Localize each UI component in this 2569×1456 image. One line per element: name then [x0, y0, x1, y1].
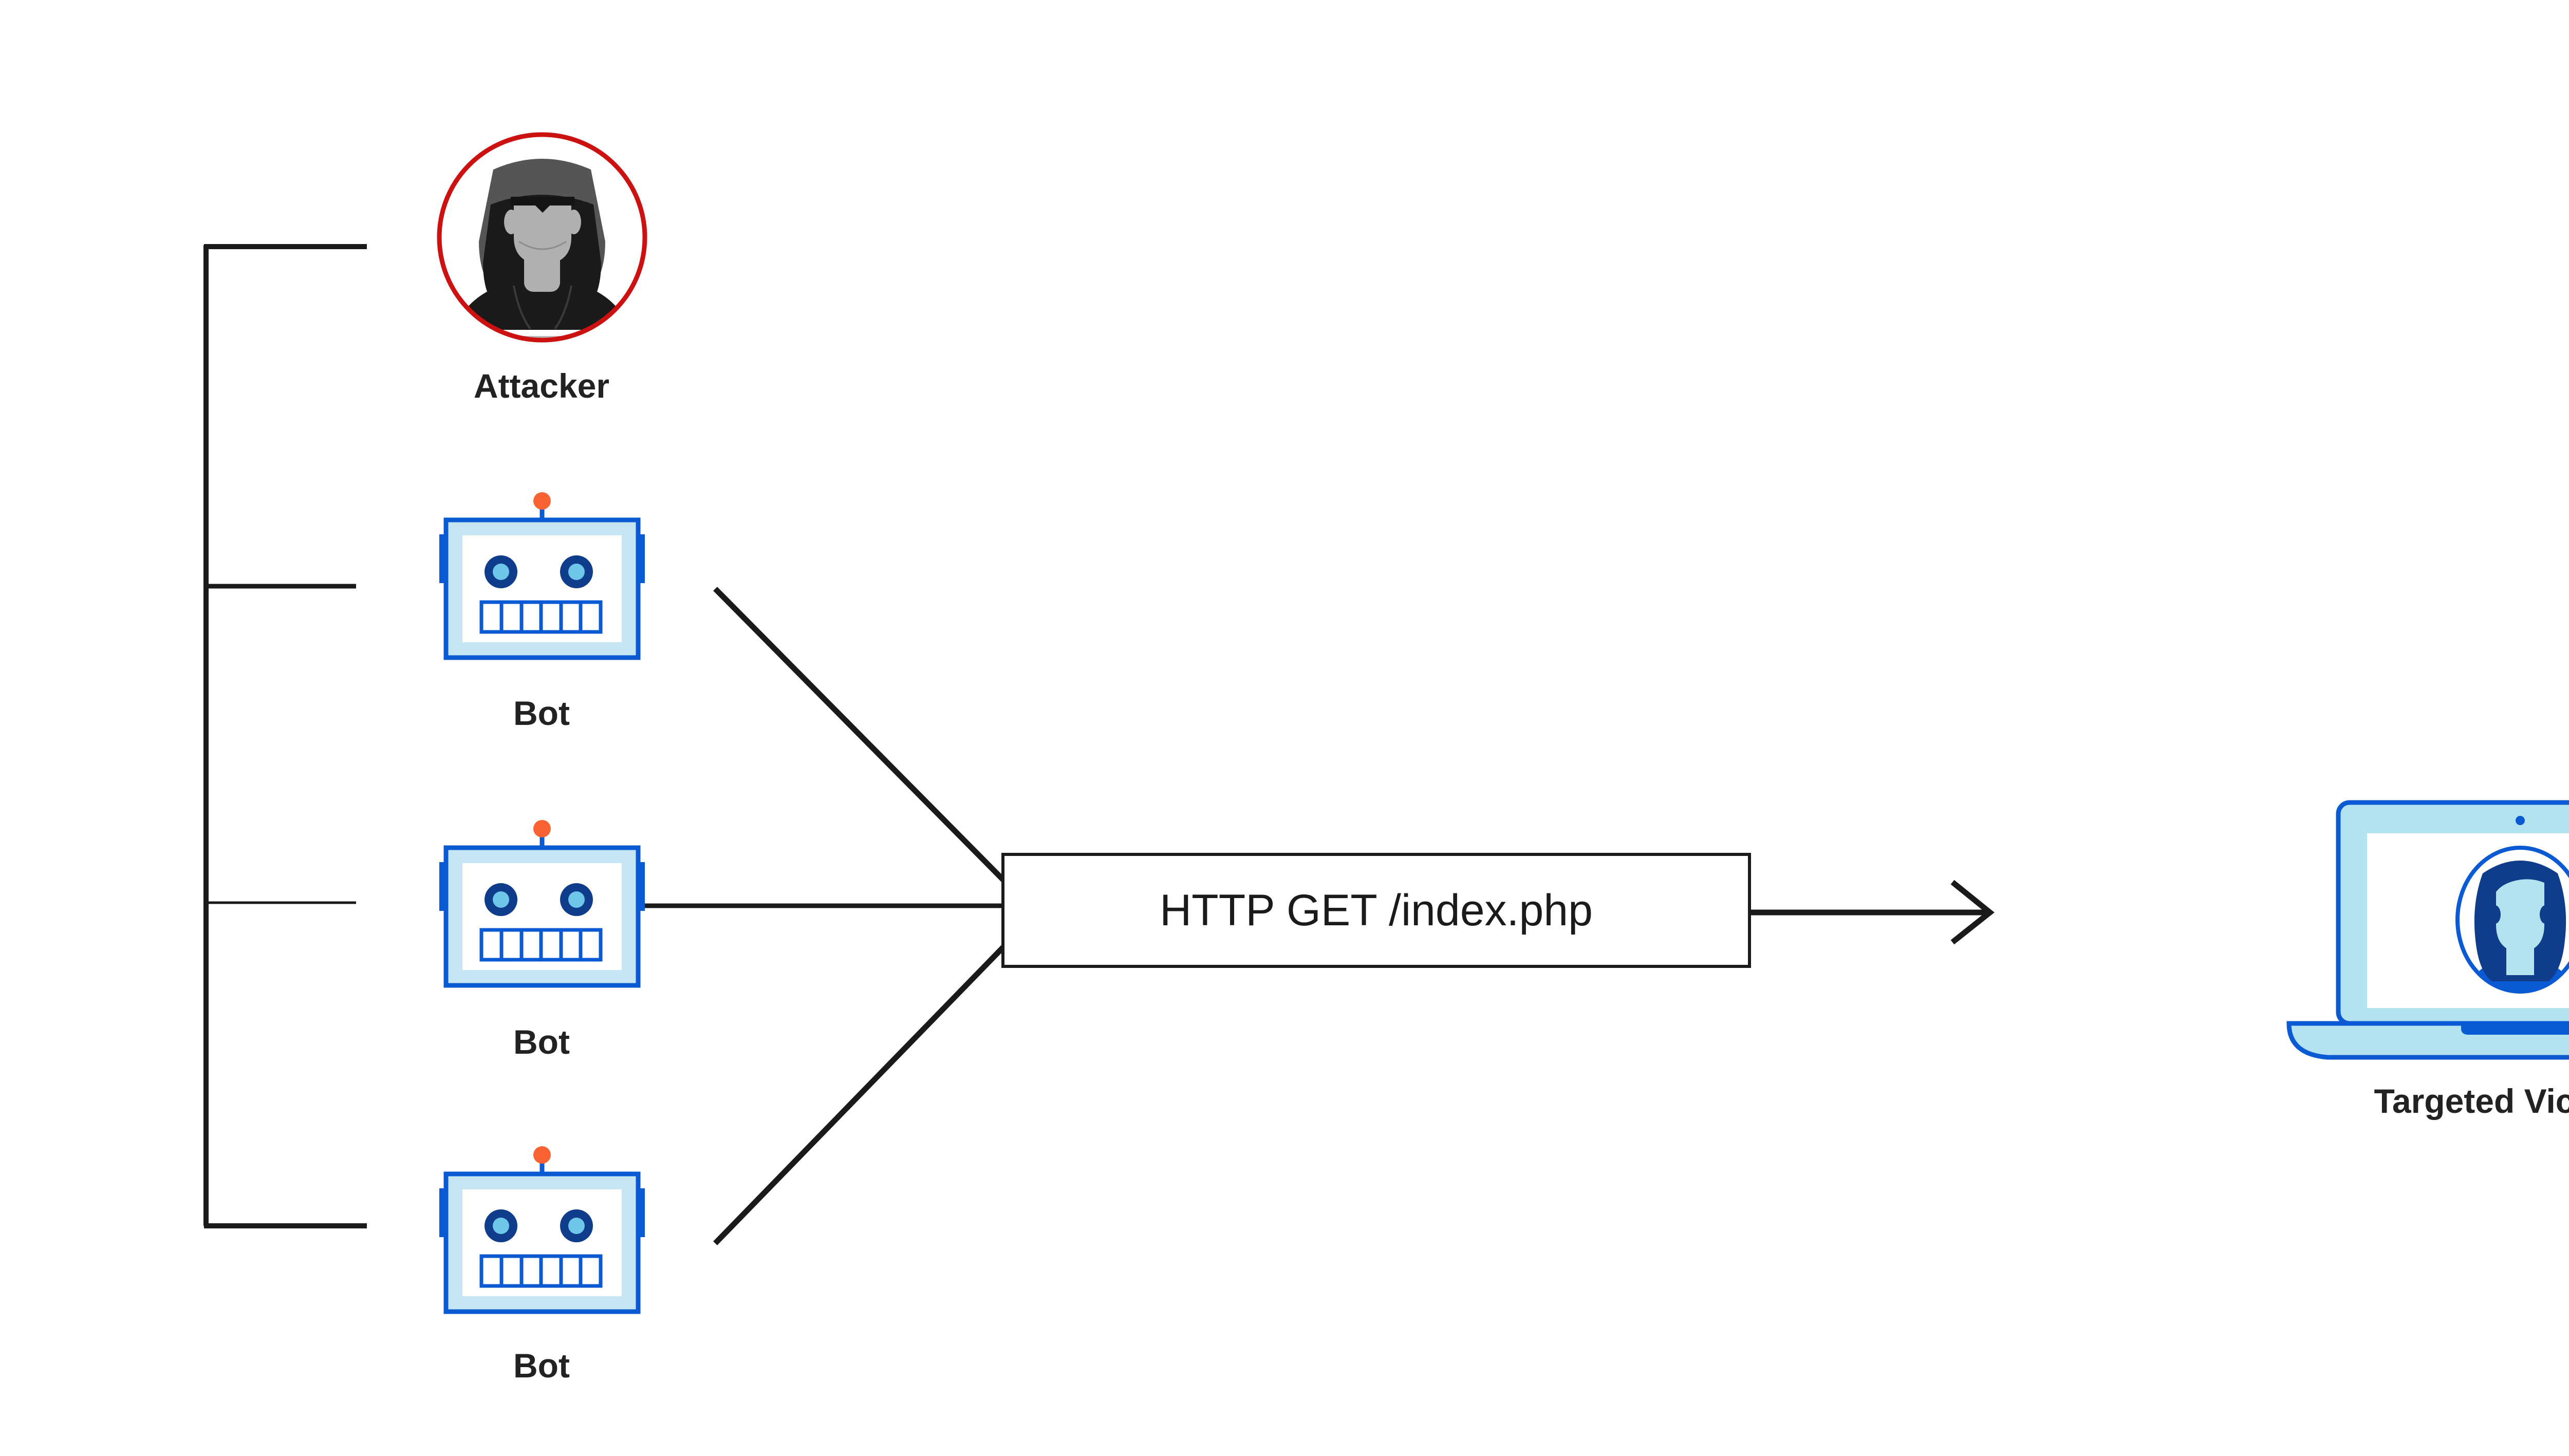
bot-1-eye-right-pupil	[568, 564, 585, 580]
attacker-label: Attacker	[473, 367, 610, 405]
victim-laptop-notch	[2461, 1023, 2569, 1035]
packet-to-victim-arrow	[1751, 880, 1995, 945]
victim-label: Targeted Victim	[2374, 1082, 2569, 1120]
bot-2-mouth	[479, 928, 603, 962]
bot-3-eye-right-pupil	[568, 1218, 585, 1234]
bot-3-eye-left-pupil	[493, 1218, 509, 1234]
attacker-sunglasses-icon	[511, 197, 574, 213]
bot-2-eye-right-pupil	[568, 891, 585, 908]
bot-to-packet-connectors	[644, 587, 1008, 1245]
robot-icon-bot-1	[439, 492, 645, 660]
attacker-bracket	[203, 244, 367, 1228]
victim-avatar-face	[2496, 879, 2544, 953]
robot-icon-bot-3	[439, 1146, 645, 1314]
victim-avatar-ear-left	[2489, 905, 2501, 924]
connector-bot-3-diagonal	[713, 942, 1008, 1245]
attacker-face	[514, 200, 571, 265]
laptop-user-icon	[2286, 800, 2569, 1060]
attacker-red-circle	[437, 132, 647, 343]
http-request-box[interactable]: HTTP GET /index.php	[1001, 853, 1751, 968]
attacker-hoodie-string-left	[513, 285, 531, 330]
victim-avatar-ear-right	[2540, 905, 2551, 924]
bot-2-antenna-ball-icon	[533, 820, 551, 837]
attacker-hoodie-string-right	[554, 285, 572, 330]
victim-avatar-fringe	[2493, 868, 2548, 892]
bot-2-label: Bot	[513, 1023, 570, 1061]
hooded-attacker-icon	[437, 132, 647, 343]
bot-1-antenna-ball-icon	[533, 492, 551, 510]
victim-laptop-camera-icon	[2516, 816, 2525, 825]
bot-3-antenna-ball-icon	[533, 1146, 551, 1164]
bot-1-eye-left-pupil	[493, 564, 509, 580]
attacker-body	[447, 284, 637, 340]
arrow-head-icon	[1950, 880, 1995, 945]
bot-3-mouth	[479, 1254, 603, 1288]
bot-3-label: Bot	[513, 1347, 570, 1385]
robot-icon-bot-2	[439, 820, 645, 988]
victim-avatar-frame	[2455, 846, 2569, 994]
bot-1-label: Bot	[513, 694, 570, 732]
connector-bot-1-diagonal	[713, 587, 1008, 885]
attacker-jaw-line	[518, 240, 567, 250]
bot-2-eye-left-pupil	[493, 891, 509, 908]
bot-1-mouth	[479, 600, 603, 634]
http-request-label: HTTP GET /index.php	[1160, 885, 1593, 935]
